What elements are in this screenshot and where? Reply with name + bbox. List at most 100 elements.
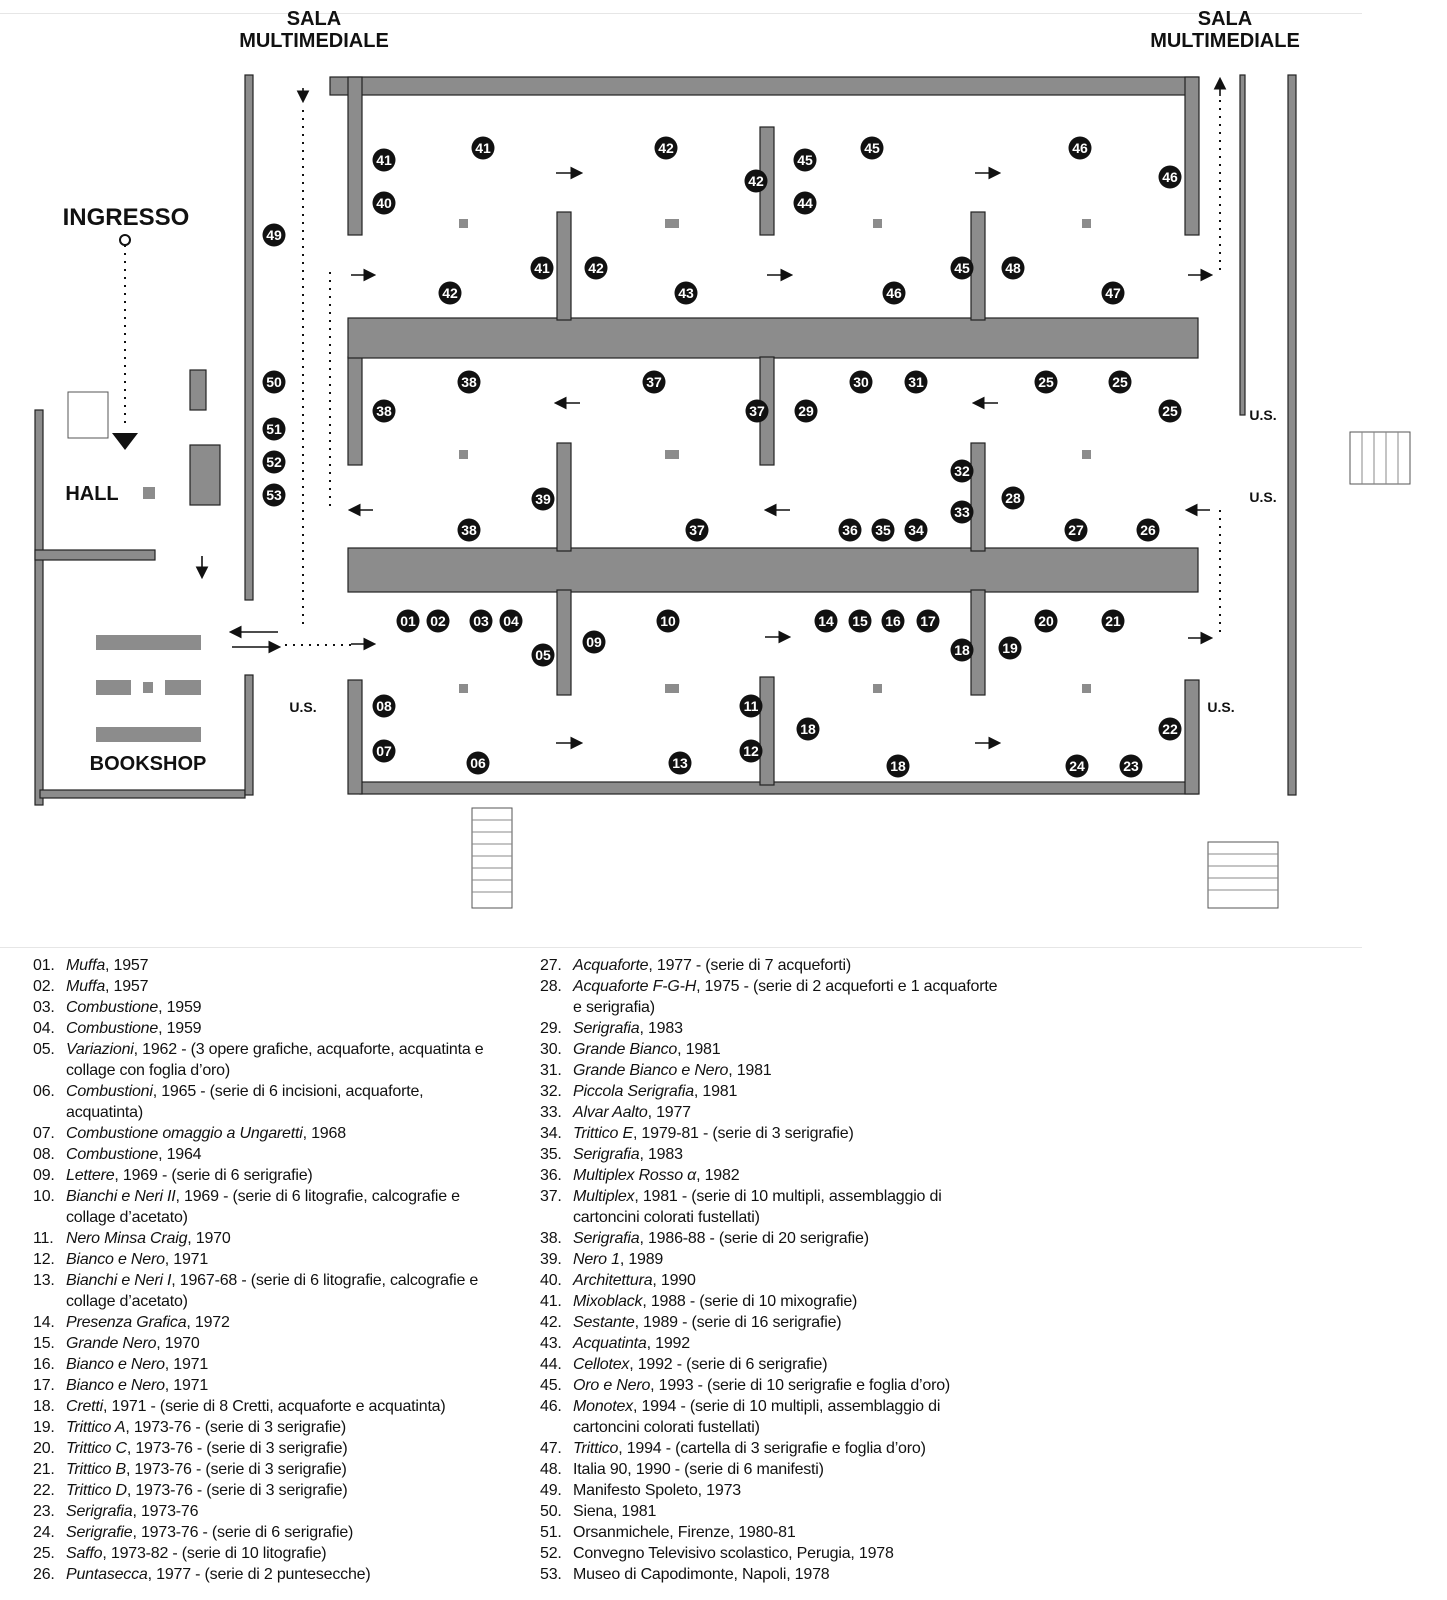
marker-circle: [814, 609, 838, 633]
legend-details: , 1975 - (serie di 2 acqueforti e 1 acqu…: [573, 978, 998, 1016]
legend-item: 21.Trittico B, 1973-76 - (serie di 3 ser…: [33, 1459, 503, 1480]
marker-circle: [1064, 518, 1088, 542]
legend-text: Grande Nero, 1970: [66, 1333, 503, 1354]
legend-details: , 1973-76 - (serie di 3 serigrafie): [126, 1482, 348, 1499]
marker-number: 47: [1105, 285, 1121, 301]
legend-title: Serigrafia: [573, 1230, 640, 1247]
legend-title: Acquaforte: [573, 957, 649, 974]
artwork-marker: 45: [860, 136, 884, 160]
marker-number: 18: [890, 758, 906, 774]
legend-text: Multiplex Rosso α, 1982: [573, 1165, 1010, 1186]
legend-number: 26.: [33, 1566, 55, 1583]
legend-text: Bianco e Nero, 1971: [66, 1249, 503, 1270]
legend-text: Combustione, 1959: [66, 1018, 503, 1039]
legend-details: Siena, 1981: [573, 1503, 657, 1520]
plinths: [459, 219, 1091, 693]
marker-circle: [1158, 399, 1182, 423]
legend-item: 14.Presenza Grafica, 1972: [33, 1312, 503, 1333]
floor-plan: SALA MULTIMEDIALE SALA MULTIMEDIALE INGR…: [34, 8, 1411, 909]
legend-title: Variazioni: [66, 1041, 134, 1058]
legend-title: Saffo: [66, 1545, 103, 1562]
marker-circle: [426, 609, 450, 633]
floor-plan-svg: SALA MULTIMEDIALE SALA MULTIMEDIALE INGR…: [34, 8, 1411, 909]
direction-arrows: [195, 76, 1227, 750]
legend-title: Trittico C: [66, 1440, 127, 1457]
artwork-marker: 40: [372, 191, 396, 215]
legend-title: Presenza Grafica: [66, 1314, 187, 1331]
marker-number: 29: [798, 403, 814, 419]
top-rule: [0, 13, 1362, 14]
legend-title: Oro e Nero: [573, 1377, 651, 1394]
artwork-marker: 52: [262, 450, 286, 474]
marker-circle: [499, 609, 523, 633]
legend-details: , 1973-82 - (serie di 10 litografie): [102, 1545, 327, 1562]
legend-title: Bianchi e Neri I: [66, 1272, 172, 1289]
marker-number: 40: [376, 195, 392, 211]
marker-circle: [950, 459, 974, 483]
artwork-marker: 49: [262, 223, 286, 247]
legend-item: 04. Combustione, 1959: [33, 1018, 503, 1039]
legend-item: 48.Italia 90, 1990 - (serie di 6 manifes…: [540, 1459, 1010, 1480]
legend-number: 05.: [33, 1041, 55, 1058]
legend-title: Nero 1: [573, 1251, 620, 1268]
legend-item: 40.Architettura, 1990: [540, 1270, 1010, 1291]
artwork-marker: 46: [1158, 165, 1182, 189]
marker-circle: [530, 256, 554, 280]
artwork-marker: 51: [262, 417, 286, 441]
legend-details: , 1971: [164, 1251, 209, 1268]
legend-number: 13.: [33, 1272, 55, 1289]
legend-title: Puntasecca: [66, 1566, 148, 1583]
legend-text: Serigrafia, 1983: [573, 1144, 1010, 1165]
legend-title: Sestante: [573, 1314, 635, 1331]
artwork-marker: 45: [950, 256, 974, 280]
legend-number: 10.: [33, 1188, 55, 1205]
legend-text: Siena, 1981: [573, 1501, 1010, 1522]
legend-title: Trittico E: [573, 1125, 633, 1142]
marker-circle: [916, 609, 940, 633]
legend-title: Grande Bianco: [573, 1041, 678, 1058]
legend-number: 46.: [540, 1398, 562, 1415]
marker-number: 49: [266, 227, 282, 243]
legend-number: 31.: [540, 1062, 562, 1079]
legend-text: Muffa, 1957: [66, 976, 503, 997]
marker-circle: [745, 399, 769, 423]
legend-item: 15.Grande Nero, 1970: [33, 1333, 503, 1354]
legend-details: , 1977 - (serie di 7 acqueforti): [648, 957, 851, 974]
marker-circle: [469, 609, 493, 633]
marker-number: 45: [864, 140, 880, 156]
legend-text: Trittico C, 1973-76 - (serie di 3 serigr…: [66, 1438, 503, 1459]
marker-number: 35: [875, 522, 891, 538]
artwork-marker: 22: [1158, 717, 1182, 741]
artwork-marker: 34: [904, 518, 928, 542]
artwork-marker: 39: [531, 487, 555, 511]
marker-number: 16: [885, 613, 901, 629]
artwork-marker: 23: [1119, 754, 1143, 778]
legend-title: Monotex: [573, 1398, 633, 1415]
legend-text: Combustione, 1964: [66, 1144, 503, 1165]
legend-item: 32.Piccola Serigrafia, 1981: [540, 1081, 1010, 1102]
artwork-marker: 07: [372, 739, 396, 763]
marker-circle: [848, 609, 872, 633]
marker-circle: [793, 191, 817, 215]
legend-details: , 1989 - (serie di 16 serigrafie): [634, 1314, 842, 1331]
marker-circle: [904, 370, 928, 394]
artwork-marker: 05: [531, 643, 555, 667]
marker-number: 50: [266, 374, 282, 390]
marker-circle: [685, 518, 709, 542]
legend-number: 04.: [33, 1020, 55, 1037]
legend-item: 53.Museo di Capodimonte, Napoli, 1978: [540, 1564, 1010, 1585]
marker-number: 41: [376, 152, 392, 168]
legend-details: , 1972: [186, 1314, 230, 1331]
artwork-marker: 18: [886, 754, 910, 778]
marker-number: 10: [660, 613, 676, 629]
legend-text: Sestante, 1989 - (serie di 16 serigrafie…: [573, 1312, 1010, 1333]
artwork-marker: 19: [998, 636, 1022, 660]
artwork-marker: 08: [372, 694, 396, 718]
legend-item: 25.Saffo, 1973-82 - (serie di 10 litogra…: [33, 1543, 503, 1564]
legend-item: 41.Mixoblack, 1988 - (serie di 10 mixogr…: [540, 1291, 1010, 1312]
legend-number: 07.: [33, 1125, 55, 1142]
legend-details: , 1968: [302, 1125, 346, 1142]
marker-number: 25: [1038, 374, 1054, 390]
marker-number: 37: [689, 522, 705, 538]
legend-number: 24.: [33, 1524, 55, 1541]
